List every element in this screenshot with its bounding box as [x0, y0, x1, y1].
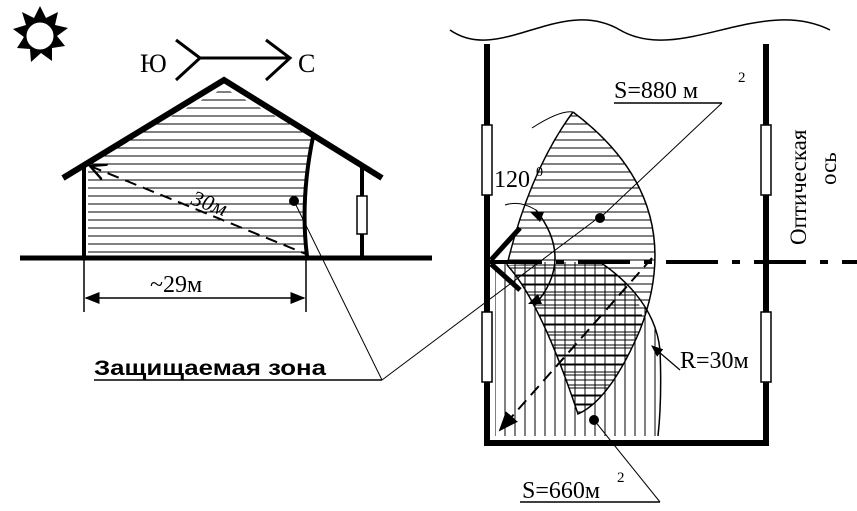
side-window	[356, 195, 368, 235]
plan-window-left-upper	[481, 124, 493, 196]
radius-leader	[651, 345, 681, 371]
angle-arc	[533, 209, 556, 307]
sun-icon	[13, 6, 68, 62]
angle-superscript: 0	[536, 165, 543, 180]
break-line	[449, 19, 831, 41]
side-view-building: 30м ~29м	[20, 76, 432, 312]
plan-window-right-lower	[760, 311, 772, 383]
plan-zone-marker	[595, 213, 605, 223]
area-bottom-leader	[593, 419, 661, 503]
optical-axis-label-line1: Оптическая	[786, 129, 811, 245]
compass-south-label: Ю	[140, 49, 167, 78]
protected-zone-label: Защищаемая зона	[94, 357, 326, 380]
area-top-superscript: 2	[738, 70, 746, 86]
area-bottom-label: S=660м	[522, 478, 600, 504]
compass: Ю С	[140, 38, 315, 82]
leader-to-side-zone	[293, 200, 383, 381]
optical-axis-label-line2: ось	[816, 152, 841, 185]
plan-zone-overlap	[507, 262, 643, 414]
radius-label: R=30м	[680, 348, 749, 374]
plan-view: 120 0 S=880 м 2 R=30м S=660м 2 Оптическа…	[449, 19, 857, 504]
plan-window-left-lower	[481, 311, 493, 383]
roof	[61, 76, 384, 181]
angle-label: 120	[494, 167, 530, 193]
zone-boundary-curve	[302, 136, 315, 257]
plan-window-right-upper	[760, 124, 772, 196]
width-dimension-label: ~29м	[150, 272, 202, 298]
detector-icon	[489, 226, 522, 262]
area-bottom-superscript: 2	[617, 470, 625, 486]
side-protected-zone	[88, 88, 313, 256]
compass-north-label: С	[298, 49, 315, 78]
area-top-label: S=880 м	[614, 78, 698, 104]
area-top-leader	[599, 102, 723, 219]
slant-distance-line	[90, 166, 307, 255]
radius-dashed-line	[498, 257, 653, 432]
